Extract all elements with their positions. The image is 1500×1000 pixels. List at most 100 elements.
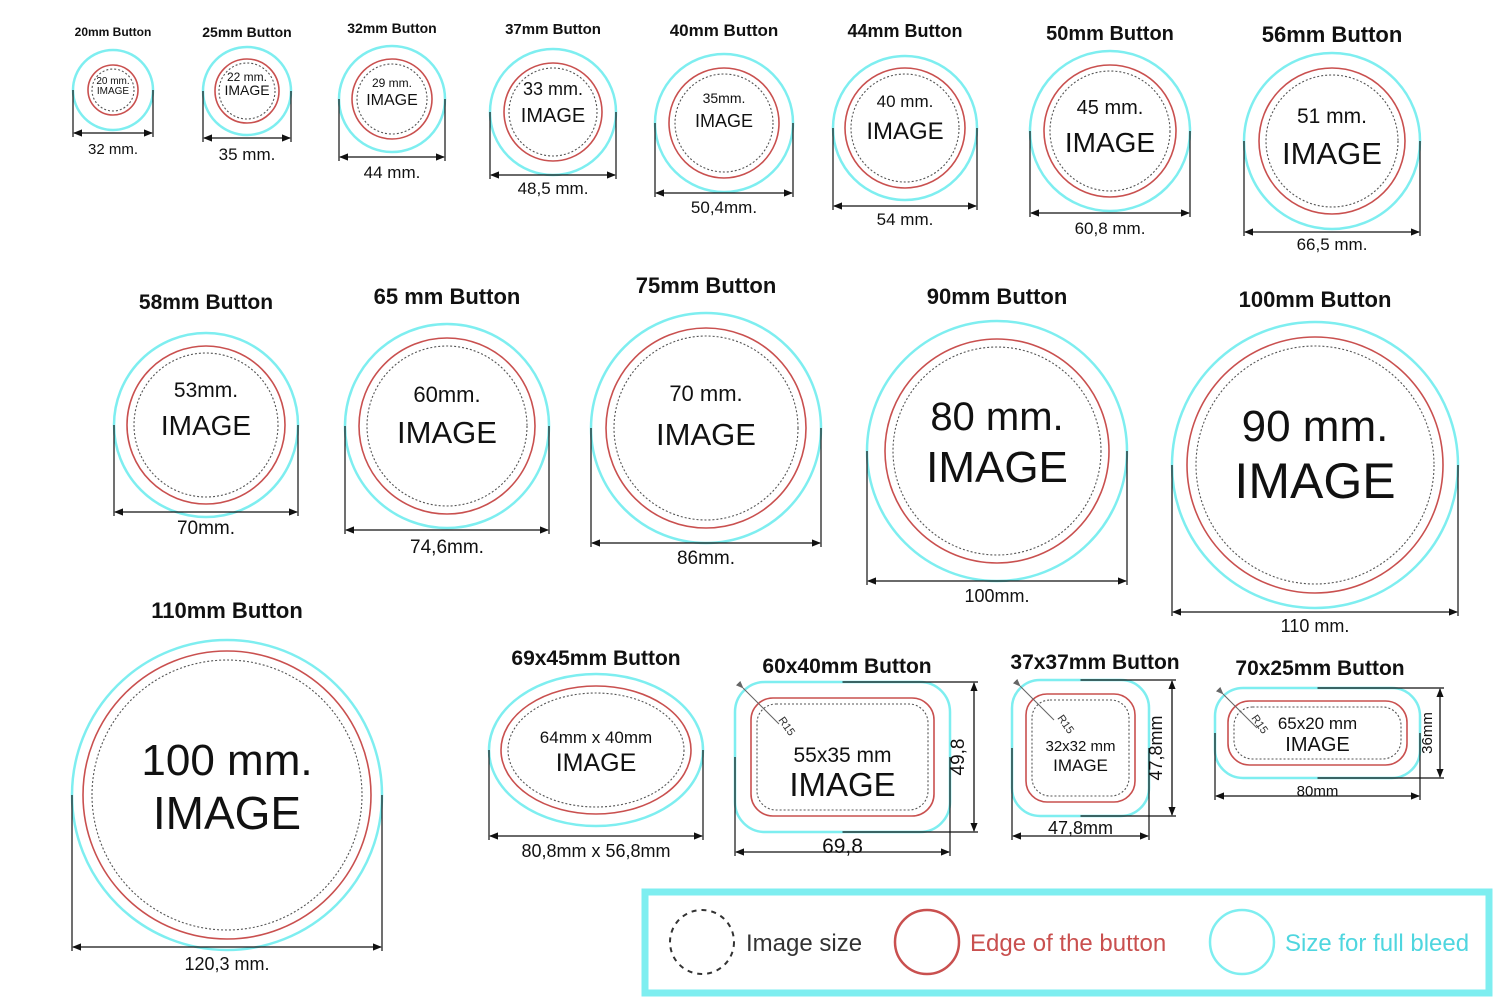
image-label: IMAGE xyxy=(866,118,943,145)
image-label: IMAGE xyxy=(656,417,756,452)
image-area-outline xyxy=(674,73,774,173)
image-area-outline xyxy=(218,62,276,120)
image-area-outline xyxy=(892,346,1102,556)
image-size-label: 51 mm. xyxy=(1297,105,1367,128)
image-label: IMAGE xyxy=(1053,756,1108,775)
image-size-label: 100 mm. xyxy=(141,736,312,785)
button-edge-outline xyxy=(844,67,966,189)
radius-label: R15 xyxy=(1249,713,1270,736)
button-edge-outline xyxy=(1227,700,1408,766)
radius-arrow xyxy=(1012,678,1055,721)
image-label: IMAGE xyxy=(789,766,895,803)
button-title: 110mm Button xyxy=(151,598,303,623)
button-edge-outline xyxy=(750,697,935,817)
image-size-label: 35mm. xyxy=(703,90,746,106)
image-label: IMAGE xyxy=(556,749,637,777)
image-size-label: 60mm. xyxy=(413,382,480,407)
button-title: 100mm Button xyxy=(1239,287,1392,312)
image-size-label: 80 mm. xyxy=(930,395,1063,439)
image-size-label: 20 mm. xyxy=(96,76,129,87)
button-diagram: 75mm Button 70 mm. IMAGE 86mm. xyxy=(589,273,823,569)
image-label: IMAGE xyxy=(153,787,301,839)
radius-label: R15 xyxy=(1055,713,1076,736)
button-edge-outline xyxy=(503,62,603,162)
button-title: 37x37mm Button xyxy=(1010,651,1179,674)
bleed-dimension-label: 66,5 mm. xyxy=(1297,235,1368,254)
image-size-label: 55x35 mm xyxy=(793,744,891,767)
image-label: IMAGE xyxy=(1285,734,1349,756)
button-edge-outline xyxy=(500,685,692,815)
radius-arrow xyxy=(735,680,780,725)
bleed-width-label: 47,8mm xyxy=(1048,818,1113,838)
bleed-dimension-label: 74,6mm. xyxy=(410,537,484,558)
image-size-label: 53mm. xyxy=(174,379,238,402)
radius-label: R15 xyxy=(776,715,797,738)
bleed-dimension-label: 86mm. xyxy=(677,548,735,569)
bleed-legend-icon xyxy=(1208,908,1276,976)
image-size-label: 70 mm. xyxy=(669,381,742,406)
button-title: 75mm Button xyxy=(636,273,777,298)
image-area-outline xyxy=(1233,706,1402,760)
bleed-width-label: 69,8 xyxy=(822,835,863,858)
image-area-outline xyxy=(507,692,685,808)
bleed-dimension-label: 100mm. xyxy=(964,586,1029,606)
button-edge-outline xyxy=(1258,67,1406,215)
button-title: 32mm Button xyxy=(347,20,436,36)
button-edge-outline xyxy=(1043,64,1177,198)
image-size-label: 90 mm. xyxy=(1242,402,1389,451)
button-diagram: 44mm Button 40 mm. IMAGE 54 mm. xyxy=(831,21,979,229)
button-edge-outline xyxy=(351,58,433,140)
bleed-dimension-label: 44 mm. xyxy=(364,163,421,182)
bleed-dimension-label: 54 mm. xyxy=(877,210,934,229)
button-edge-outline xyxy=(358,337,536,515)
image-area-outline xyxy=(366,345,528,507)
button-edge-outline xyxy=(87,64,139,116)
image-area-outline xyxy=(508,67,598,157)
image-label: IMAGE xyxy=(1065,127,1155,158)
legend-bleed-label: Size for full bleed xyxy=(1285,930,1469,957)
image-size-label: 64mm x 40mm xyxy=(540,728,652,747)
button-edge-outline xyxy=(82,650,372,940)
bleed-dimension-label: 50,4mm. xyxy=(691,198,757,217)
button-title: 50mm Button xyxy=(1046,23,1174,45)
bleed-width-label: 80mm xyxy=(1297,783,1339,800)
bleed-height-label: 47,8mm xyxy=(1146,715,1166,780)
bleed-dimension-label: 120,3 mm. xyxy=(184,954,269,974)
bleed-dimension-label: 35 mm. xyxy=(219,145,276,164)
image-label: IMAGE xyxy=(1234,453,1395,509)
button-edge-outline xyxy=(214,58,280,124)
image-area-outline xyxy=(1049,70,1171,192)
edge-legend-icon xyxy=(893,908,961,976)
image-area-outline xyxy=(356,63,428,135)
image-size-label: 33 mm. xyxy=(523,79,583,99)
legend: Image size Edge of the button Size for f… xyxy=(641,888,1493,997)
image-area-outline xyxy=(91,659,363,931)
image-size-label: 22 mm. xyxy=(227,70,267,84)
image-size-label: 40 mm. xyxy=(877,92,934,111)
button-edge-outline xyxy=(1186,336,1444,594)
button-title: 56mm Button xyxy=(1262,22,1403,47)
button-title: 44mm Button xyxy=(847,21,962,41)
bleed-dimension-label: 32 mm. xyxy=(88,141,138,158)
button-edge-outline xyxy=(1025,693,1136,803)
legend-edge-label: Edge of the button xyxy=(970,930,1166,957)
button-title: 70x25mm Button xyxy=(1235,657,1404,680)
image-area-outline xyxy=(850,73,960,183)
image-label: IMAGE xyxy=(397,415,497,450)
button-diagram: 110mm Button 100 mm.IMAGE 120,3 mm. xyxy=(70,598,384,974)
button-title: 90mm Button xyxy=(927,284,1068,309)
image-area-outline xyxy=(133,352,279,498)
